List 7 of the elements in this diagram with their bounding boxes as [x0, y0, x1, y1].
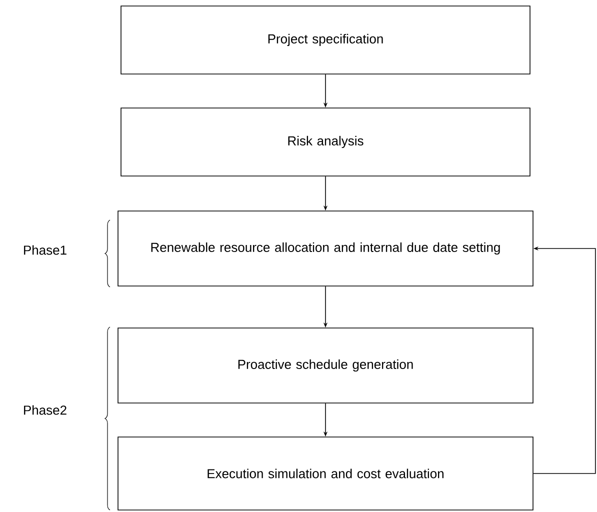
- phase-label: Phase1: [24, 245, 66, 255]
- process-box: Renewable resource allocation and internal due date setting: [118, 210, 534, 286]
- process-box: Proactive schedule generation: [118, 328, 534, 404]
- process-box: Execution simulation and cost evaluation: [118, 436, 534, 510]
- process-box: Risk analysis: [120, 108, 530, 176]
- phase-label: Phase2: [24, 405, 66, 415]
- process-box: Project specification: [120, 6, 530, 74]
